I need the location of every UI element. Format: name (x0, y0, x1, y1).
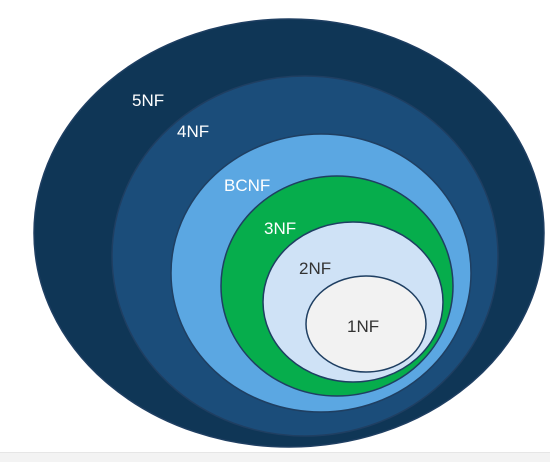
label-4nf: 4NF (177, 122, 209, 141)
label-3nf: 3NF (264, 219, 296, 238)
ellipse-1nf (305, 275, 427, 373)
bottom-strip (0, 452, 550, 462)
label-2nf: 2NF (299, 259, 331, 278)
label-5nf: 5NF (132, 91, 164, 110)
label-bcnf: BCNF (224, 176, 270, 195)
label-1nf: 1NF (347, 317, 379, 336)
